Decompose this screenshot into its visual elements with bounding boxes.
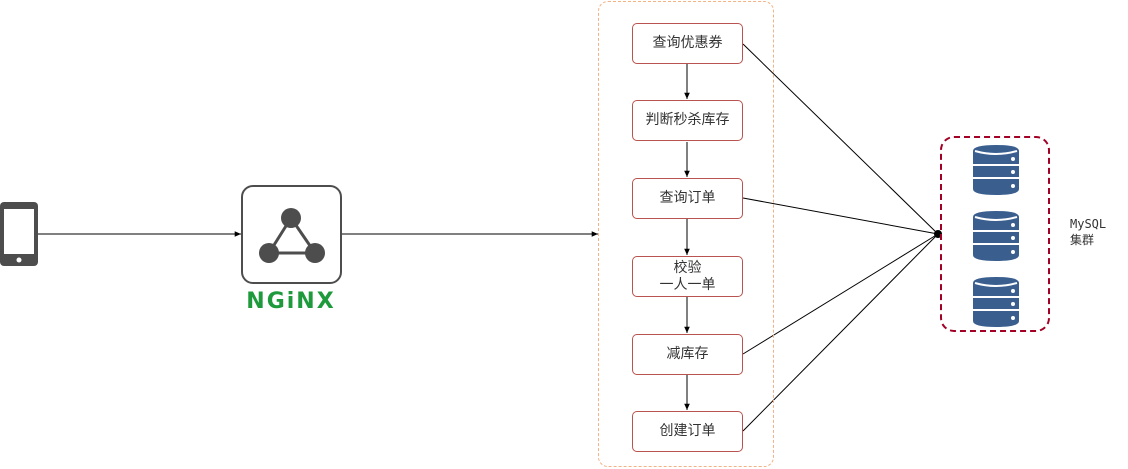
cluster-label-line1: MySQL xyxy=(1070,217,1107,231)
nginx-wordmark: NGiNX xyxy=(246,289,336,314)
database-icon xyxy=(973,145,1019,195)
step-query-order: 查询订单 xyxy=(632,178,743,219)
reduce-stock-to-db-line xyxy=(742,233,939,355)
create-order-to-db-line xyxy=(742,233,939,432)
step-query-coupon: 查询优惠券 xyxy=(632,23,743,64)
query-coupon-to-db-line xyxy=(742,43,939,235)
nginx-network-icon xyxy=(259,208,325,263)
service-flow-group xyxy=(598,1,774,467)
mysql-cluster-group xyxy=(940,136,1050,332)
query-order-to-db-line xyxy=(742,197,939,235)
database-icon xyxy=(973,211,1019,261)
step-verify-one-per-user: 校验 一人一单 xyxy=(632,256,743,297)
mysql-cluster-label: MySQL 集群 xyxy=(1070,216,1106,248)
step-reduce-stock: 减库存 xyxy=(632,334,743,375)
smartphone-icon xyxy=(0,202,38,266)
database-icon xyxy=(973,277,1019,327)
cluster-label-line2: 集群 xyxy=(1070,233,1095,247)
step-create-order: 创建订单 xyxy=(632,411,743,452)
step-check-seckill-stock: 判断秒杀库存 xyxy=(632,100,743,141)
nginx-logo-box xyxy=(241,185,342,284)
